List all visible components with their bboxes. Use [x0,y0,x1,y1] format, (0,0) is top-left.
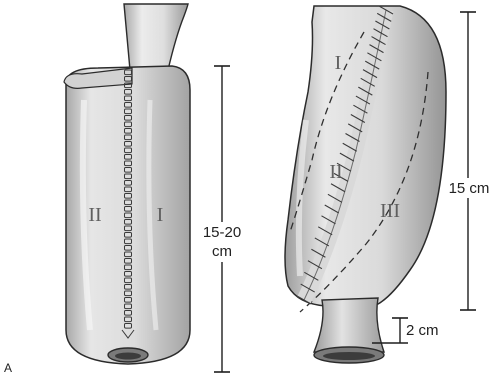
j-pouch-afferent-limb [124,4,188,70]
s-pouch-outlet-inner [323,352,375,360]
s-pouch-length-bracket [446,12,494,310]
s-pouch-outlet-tube [314,298,384,352]
s-pouch-panel: I II III 15 cm 2 cm [285,6,494,363]
s-pouch-segment-label-3: III [380,200,400,222]
j-pouch-length-label-line1: 15-20 [203,224,241,241]
s-pouch-segment-label-2: II [329,161,342,183]
j-pouch-segment-label-left: II [88,204,101,226]
j-pouch-outlet-inner [115,353,141,360]
j-pouch-length-bracket [211,66,241,372]
s-pouch-segment-label-1: I [335,52,342,74]
s-pouch-outlet-label: 2 cm [406,322,439,339]
s-pouch-length-label: 15 cm [449,180,490,197]
panel-corner-letter: A [4,361,12,375]
j-pouch-length-label-line2: cm [212,243,232,260]
j-pouch-panel: II I 15-20 cm A [4,4,241,375]
j-pouch-segment-label-right: I [157,204,164,226]
